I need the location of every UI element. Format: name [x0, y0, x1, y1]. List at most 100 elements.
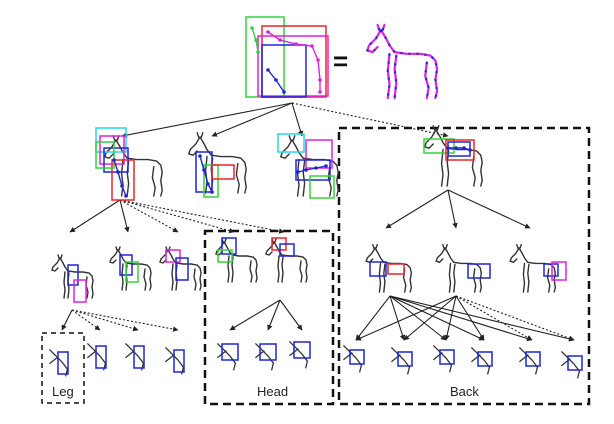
tree-edge: [389, 295, 485, 341]
l3-head-box-3: [293, 341, 311, 359]
l3-back-part-5: [518, 346, 539, 375]
tree-edge: [447, 189, 531, 229]
tree-nodes: [48, 16, 583, 379]
group-label-head: Head: [257, 384, 289, 399]
l3-back-part-6: [560, 350, 581, 379]
l3-back-part-3: [432, 344, 453, 373]
l2-horse-4: [215, 238, 258, 283]
l3-leg-box-3: [133, 345, 145, 369]
l3-leg-box-2: [95, 345, 107, 369]
l3-head-part-2: [254, 342, 275, 371]
l2-3-box-magenta: [165, 249, 181, 263]
tree-edge: [229, 299, 281, 331]
l3-head-part-3: [288, 340, 309, 369]
equals-sign: =: [333, 46, 349, 76]
l3-back-box-1: [349, 349, 365, 365]
l3-leg-part-2: [86, 342, 107, 371]
l2-4-box-green: [217, 249, 233, 263]
l3-leg-part-3: [124, 342, 145, 371]
l1-2-box-red: [211, 164, 235, 180]
root-composite-horse: [366, 23, 439, 100]
tree-edge: [267, 299, 281, 331]
l3-back-box-2: [397, 351, 413, 367]
l1-2-part: [198, 154, 214, 194]
l1-horse-4: [423, 125, 483, 187]
tree-edge: [119, 199, 179, 233]
l2-horse-8: [509, 244, 557, 293]
l3-back-box-3: [439, 349, 455, 365]
l3-back-part-2: [390, 346, 411, 375]
tree-edge: [71, 309, 179, 332]
l3-back-box-5: [525, 351, 541, 367]
tree-edge: [71, 309, 139, 332]
l2-horse-7: [435, 244, 483, 293]
tree-edge: [355, 295, 457, 341]
tree-edge: [385, 189, 449, 229]
l2-2-box-green: [125, 261, 139, 283]
l1-3-part: [296, 164, 328, 174]
l1-3-box-green: [309, 175, 335, 199]
root-box-blue: [261, 44, 307, 98]
l3-back-box-4: [477, 351, 493, 367]
l2-horse-2: [109, 246, 152, 291]
root-part-leg: [266, 68, 286, 94]
root-part-back: [266, 30, 322, 94]
group-label-leg: Leg: [52, 384, 74, 399]
tree-edge: [403, 295, 457, 341]
group-label-back: Back: [450, 384, 479, 399]
l1-3-box-magenta: [305, 139, 333, 169]
l2-6-box-red: [387, 263, 405, 275]
tree-edge: [291, 102, 304, 137]
tree-edge: [389, 295, 447, 341]
tree-edge: [389, 295, 575, 342]
l2-6-box-blue: [369, 261, 387, 277]
l1-box-green: [95, 141, 115, 169]
l3-head-box-2: [259, 343, 277, 361]
tree-edge: [389, 295, 533, 342]
l1-box-red: [111, 159, 135, 201]
tree-edge: [279, 299, 303, 331]
tree-edge: [119, 199, 235, 234]
tree-edge: [61, 309, 73, 331]
tree-edge: [69, 199, 121, 233]
l2-1-box-blue: [67, 264, 79, 286]
l2-7-box-blue: [467, 263, 491, 279]
group-box-back: [337, 126, 591, 406]
l2-1-box-magenta: [73, 279, 87, 303]
root-part-head: [250, 26, 260, 54]
l2-8-box-blue: [543, 263, 559, 277]
tree-edge: [447, 189, 458, 229]
l2-3-box-blue: [175, 257, 189, 281]
l1-4-box-red: [445, 139, 475, 161]
l1-box-cyan: [95, 127, 127, 153]
l1-3-box-blue: [295, 159, 331, 181]
tree-edge: [211, 102, 293, 137]
l3-leg-part-4: [164, 346, 185, 375]
l3-leg-box-1: [57, 351, 69, 375]
tree-edge: [355, 295, 391, 341]
l1-4-box-green: [423, 138, 455, 154]
l1-4-part-back: [446, 146, 472, 152]
root-box-magenta: [257, 35, 329, 97]
l1-horse-1: [103, 135, 163, 197]
group-box-head: [203, 229, 335, 406]
l3-head-box-1: [221, 343, 239, 361]
l1-2-box-green: [203, 164, 219, 198]
tree-edge: [389, 295, 406, 341]
l3-back-part-1: [342, 344, 363, 373]
l2-horse-5: [265, 238, 308, 283]
tree-edge: [455, 295, 533, 341]
tree-edge: [455, 295, 575, 341]
tree-edge: [291, 102, 449, 138]
l3-leg-box-4: [173, 349, 185, 373]
l2-5-box-blue: [279, 243, 295, 257]
tree-edge: [119, 199, 130, 233]
l1-3-box-cyan: [277, 133, 305, 153]
tree-edge: [444, 295, 457, 341]
l2-4-box-blue: [221, 237, 237, 255]
tree-edges: [61, 102, 575, 342]
tree-edge: [119, 199, 285, 234]
l1-part-leg: [112, 158, 128, 198]
tree-edge: [455, 295, 485, 341]
